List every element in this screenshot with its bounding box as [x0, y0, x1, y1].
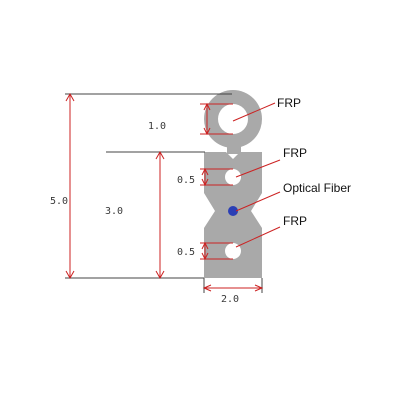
- dim-hole-mid: 0.5: [177, 175, 195, 186]
- dimension-lines: [65, 92, 264, 292]
- leader-lines: [232, 102, 281, 248]
- arrow-mid-top: [201, 167, 209, 176]
- arrow-mid-bottom: [201, 178, 209, 187]
- arrow-upper-top: [203, 102, 211, 111]
- dim-hole-low: 0.5: [177, 247, 195, 258]
- dim-total-height: 5.0: [50, 196, 68, 207]
- frp-hole-top: [218, 104, 248, 134]
- dim-upper-hole: 1.0: [148, 121, 166, 132]
- arrow-width-right: [254, 284, 264, 292]
- messenger-neck: [227, 140, 241, 154]
- cable-cross-section: [204, 90, 262, 278]
- label-frp-top: FRP: [277, 96, 301, 110]
- leader-optical-fiber: [235, 191, 281, 212]
- arrow-total-top: [65, 92, 75, 102]
- frp-hole-middle: [225, 169, 241, 185]
- extension-lines: [65, 93, 263, 293]
- arrow-body-bottom: [155, 270, 165, 280]
- arrow-width-left: [202, 284, 212, 292]
- dim-body-height: 3.0: [105, 206, 123, 217]
- leader-frp-top: [232, 102, 276, 122]
- label-frp-mid: FRP: [283, 146, 307, 160]
- arrow-total-bottom: [65, 270, 75, 280]
- label-frp-bottom: FRP: [283, 214, 307, 228]
- leader-frp-mid: [235, 159, 281, 178]
- arrow-upper-bottom: [203, 127, 211, 136]
- arrow-low-top: [201, 241, 209, 250]
- optical-fiber-core: [228, 206, 238, 216]
- label-optical-fiber: Optical Fiber: [283, 181, 351, 195]
- leader-frp-bottom: [235, 226, 281, 248]
- arrow-low-bottom: [201, 252, 209, 261]
- dim-width: 2.0: [221, 294, 239, 305]
- arrow-body-top: [155, 150, 165, 160]
